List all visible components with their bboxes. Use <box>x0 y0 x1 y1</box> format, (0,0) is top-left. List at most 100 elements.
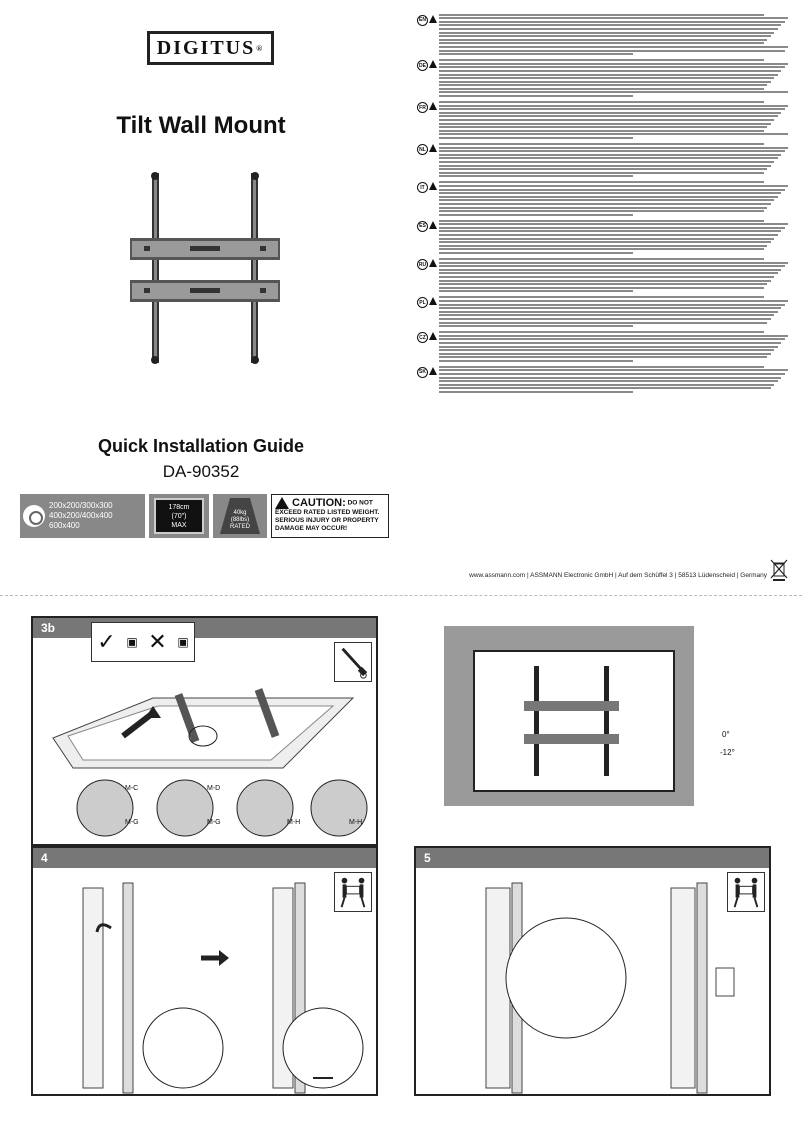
vesa-icon <box>23 505 45 527</box>
language-block-fr: FR <box>417 101 792 139</box>
text-line <box>439 87 764 90</box>
language-code: PL <box>417 297 428 309</box>
text-line <box>439 338 785 341</box>
language-code: IT <box>417 182 428 194</box>
warning-icon <box>275 497 289 509</box>
text-line <box>439 126 768 129</box>
text-line <box>439 168 768 171</box>
language-block-cz: CZ <box>417 331 792 362</box>
text-line <box>439 383 775 386</box>
tilt-view-panel: 0° -12° <box>414 616 771 846</box>
product-title: Tilt Wall Mount <box>116 112 286 139</box>
text-line <box>439 153 782 156</box>
text-line <box>439 279 771 282</box>
text-line <box>439 95 634 98</box>
text-line <box>439 108 785 111</box>
text-line <box>439 101 764 104</box>
text-line <box>439 73 778 76</box>
text-line <box>439 188 785 191</box>
text-line <box>439 119 775 122</box>
language-code: CZ <box>417 332 428 344</box>
text-line <box>439 17 789 20</box>
weight-icon: 40kg (88lbs) RATED <box>220 498 260 534</box>
text-line <box>439 164 771 167</box>
digitus-logo: DIGITUS® <box>147 31 274 65</box>
text-line <box>439 331 764 334</box>
text-line <box>439 150 785 153</box>
svg-text:M-H: M-H <box>349 819 362 826</box>
text-line <box>439 241 771 244</box>
tv-icon: 178cm (70") MAX <box>154 498 204 534</box>
text-line <box>439 252 634 255</box>
text-line <box>439 261 789 264</box>
tilt-up-angle: 0° <box>722 730 730 739</box>
screen-size-spec: 178cm (70") MAX <box>149 494 209 538</box>
text-line <box>439 345 778 348</box>
text-line <box>439 62 789 65</box>
step-3b-illustration: M-CM-G M-DM-G M-H M-H <box>52 688 368 837</box>
text-line <box>439 129 764 132</box>
text-line <box>439 290 634 293</box>
warning-icon <box>429 297 437 306</box>
company-footer: www.assmann.com | ASSMANN Electronic Gmb… <box>469 572 767 579</box>
text-line <box>439 387 771 390</box>
text-line <box>439 237 775 240</box>
text-line <box>439 202 771 205</box>
text-line <box>439 122 771 125</box>
text-line <box>439 210 764 213</box>
step-label: 5 <box>416 848 455 868</box>
language-block-sk: SK <box>417 365 792 394</box>
warning-icon <box>429 366 437 375</box>
text-line <box>439 310 778 313</box>
text-line <box>439 160 775 163</box>
language-block-pl: PL <box>417 296 792 328</box>
text-line <box>439 307 782 310</box>
step-5-illustration <box>485 882 735 1094</box>
text-line <box>439 111 782 114</box>
cover-page: DIGITUS® Tilt Wall Mount Quick Installat… <box>20 12 792 581</box>
tilt-mount-illustration <box>130 172 280 364</box>
text-line <box>439 321 768 324</box>
text-line <box>439 359 634 362</box>
text-line <box>439 24 782 27</box>
text-line <box>439 104 789 107</box>
text-line <box>439 380 778 383</box>
text-line <box>439 192 782 195</box>
two-people-icon <box>727 872 765 912</box>
text-line <box>439 13 764 16</box>
language-code: EN <box>417 14 428 26</box>
weee-bin-icon <box>770 559 788 581</box>
text-line <box>439 325 634 328</box>
text-line <box>439 184 789 187</box>
warning-icon <box>429 14 437 23</box>
text-line <box>439 80 771 83</box>
text-line <box>439 42 764 45</box>
text-line <box>439 49 785 52</box>
text-line <box>439 248 764 251</box>
text-line <box>439 27 778 30</box>
text-line <box>439 352 771 355</box>
text-line <box>439 115 778 118</box>
model-number: DA-90352 <box>162 462 240 481</box>
text-line <box>439 356 768 359</box>
text-line <box>439 226 785 229</box>
warning-icon <box>429 332 437 341</box>
text-line <box>439 219 764 222</box>
svg-text:M-C: M-C <box>125 785 138 792</box>
guide-title: Quick Installation Guide <box>97 436 305 456</box>
step-4-panel: 4 <box>31 846 378 1096</box>
warning-icon <box>429 220 437 229</box>
language-block-en: EN <box>417 13 792 56</box>
text-line <box>439 303 785 306</box>
screwdriver-icon <box>334 642 372 682</box>
language-block-ru: RU <box>417 258 792 293</box>
text-line <box>439 199 775 202</box>
text-line <box>439 20 785 23</box>
text-line <box>439 157 778 160</box>
correct-incorrect-icon: ✓▣✕▣ <box>91 622 195 662</box>
text-line <box>439 77 775 80</box>
text-line <box>439 230 782 233</box>
